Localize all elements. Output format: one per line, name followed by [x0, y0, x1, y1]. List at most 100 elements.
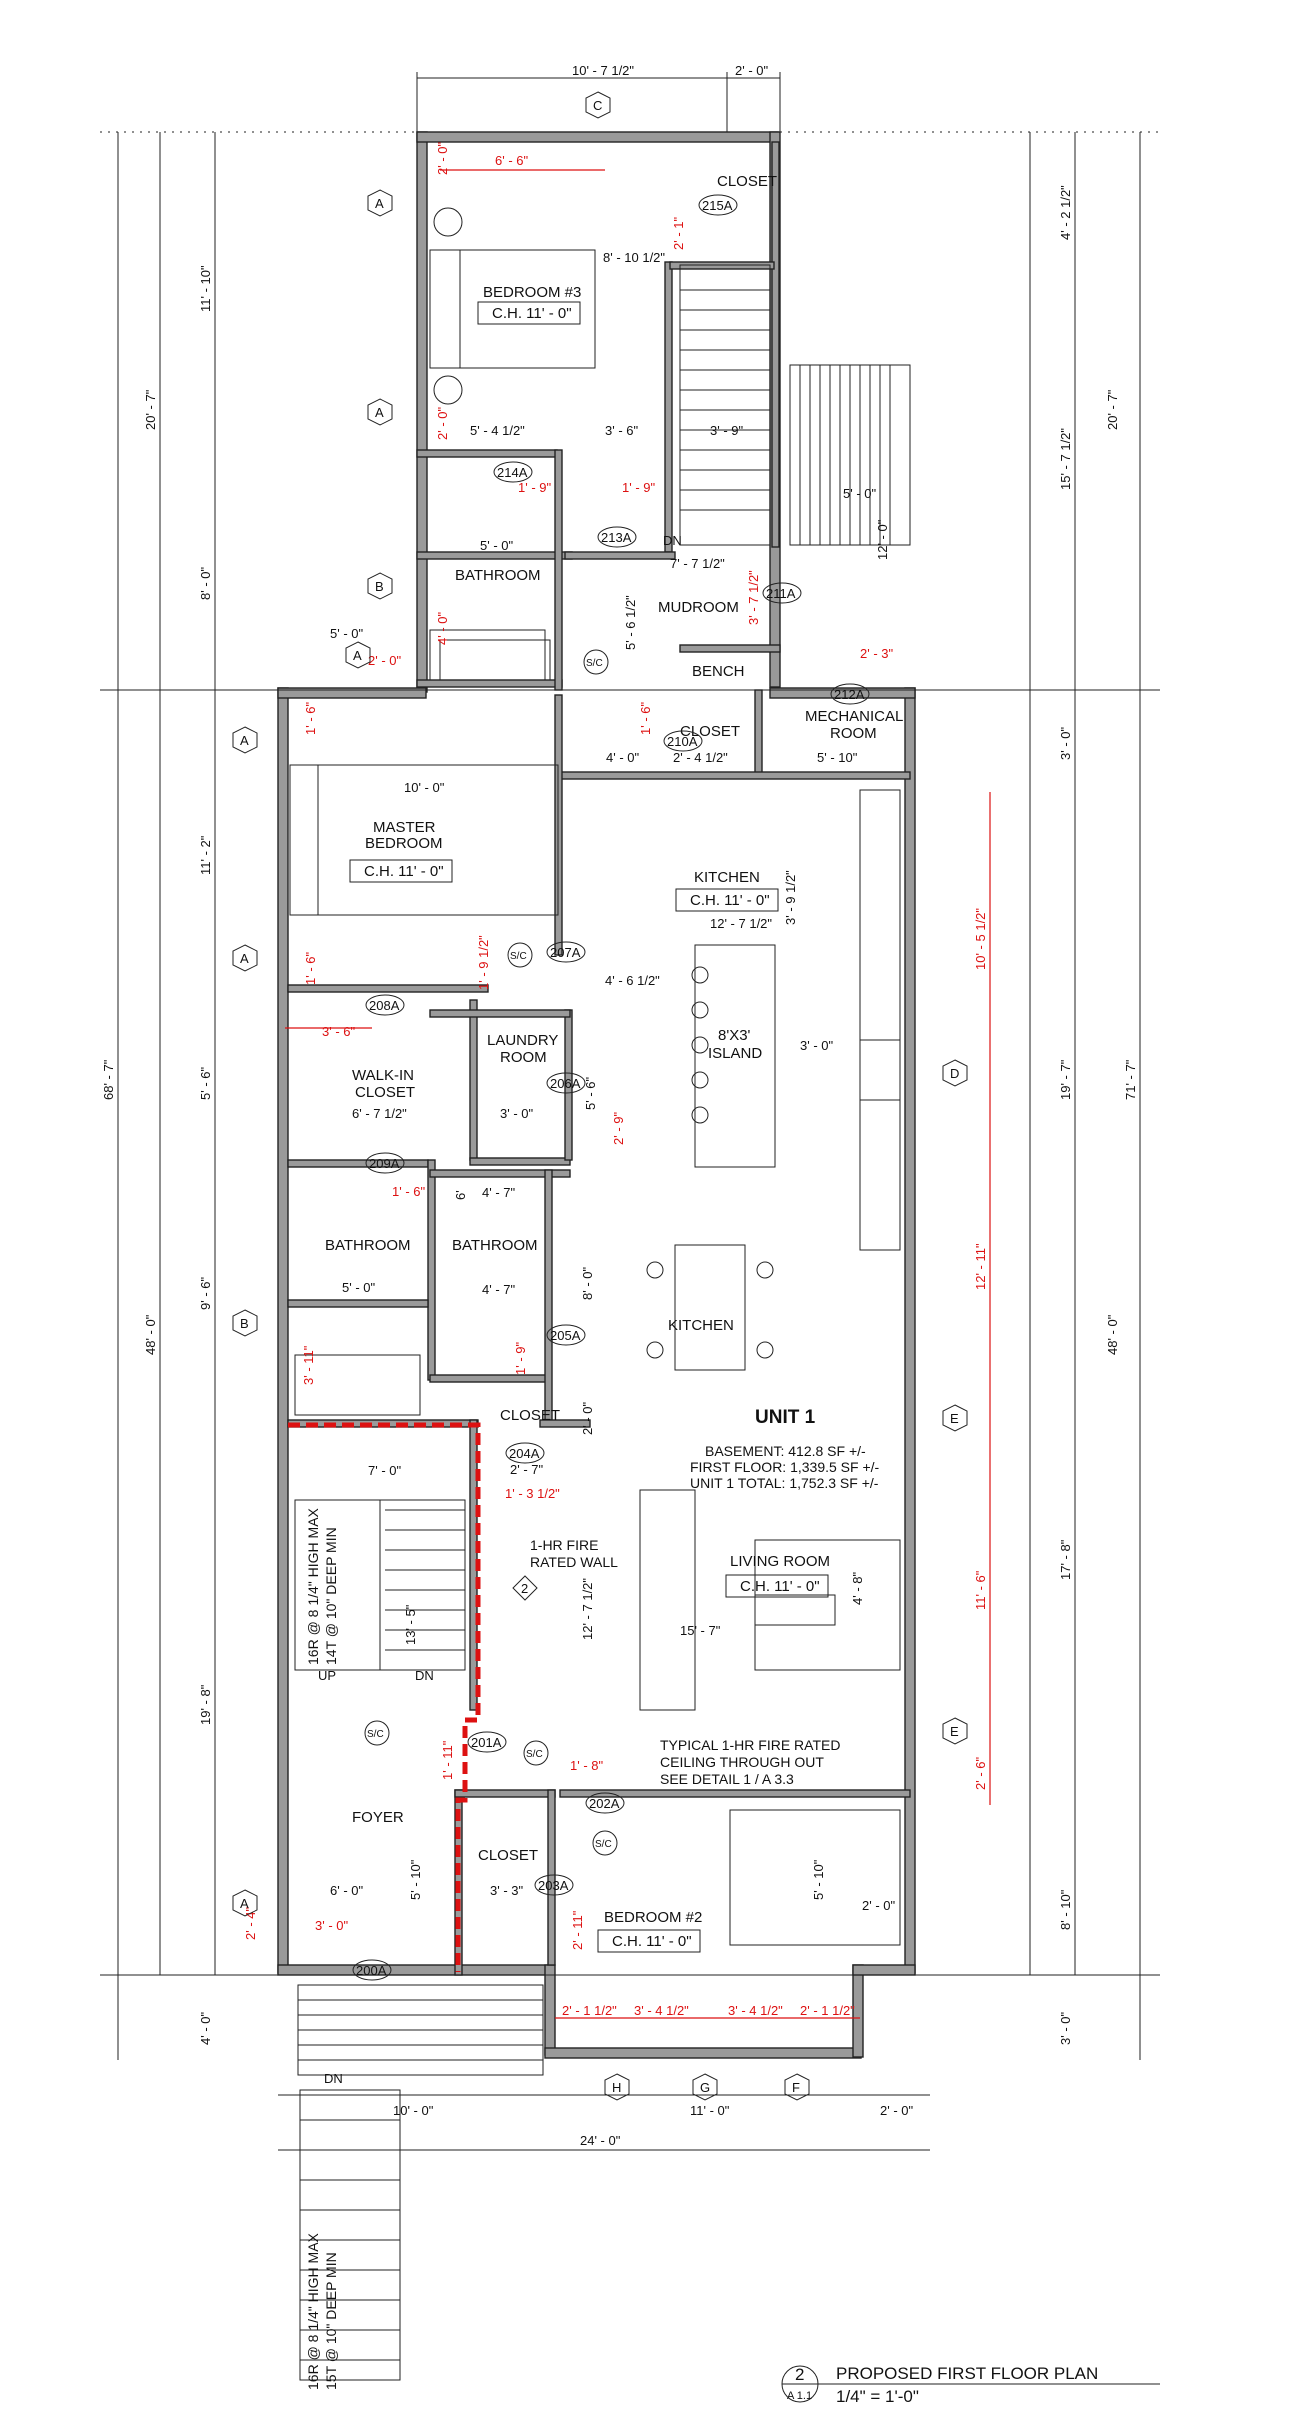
dim-right-17-8: 17' - 8": [1058, 1539, 1073, 1580]
dim-right-3-0-top: 3' - 0": [1058, 727, 1073, 760]
entry-stair: [297, 1984, 544, 2381]
room-kitchen-dining: KITCHEN: [668, 1317, 734, 1334]
red-dim-1-9-half: 1' - 9 1/2": [476, 935, 491, 990]
dim-5-0-bath: 5' - 0": [480, 538, 513, 553]
red-dim-1-3-half: 1' - 3 1/2": [505, 1486, 560, 1501]
deck-stair: [789, 364, 911, 546]
unit-basement: BASEMENT: 412.8 SF +/-: [705, 1443, 866, 1459]
room-bedroom3-ch: C.H. 11' - 0": [492, 305, 572, 322]
door-tag-202a: 202A: [589, 1796, 620, 1811]
room-laundry-1: LAUNDRY: [487, 1032, 558, 1049]
dimension-lines: [100, 72, 1160, 2151]
stair-note-2: 14T @ 10" DEEP MIN: [323, 1527, 339, 1665]
dim-4-6-half: 4' - 6 1/2": [605, 973, 660, 988]
dim-bottom-11-0: 11' - 0": [690, 2103, 730, 2118]
ext-stair-note-2: 15T @ 10" DEEP MIN: [323, 2252, 339, 2390]
dim-8-0: 8' - 0": [580, 1267, 595, 1300]
grid-tag-c: C: [593, 98, 602, 113]
dim-13-5: 13' - 5": [403, 1604, 418, 1645]
stair-note-1: 16R @ 8 1/4" HIGH MAX: [305, 1507, 321, 1665]
dim-4-7-b: 4' - 7": [482, 1282, 515, 1297]
dim-3-9: 3' - 9": [710, 423, 743, 438]
door-tag-213a: 213A: [601, 530, 632, 545]
red-dim-1-9-a: 1' - 9": [518, 480, 551, 495]
red-dim-2-0-a: 2' - 0": [435, 142, 450, 175]
fire-rated-wall: [288, 1422, 481, 1972]
room-bench: BENCH: [692, 663, 745, 680]
room-closet-mud: CLOSET: [680, 723, 740, 740]
title-block-title: PROPOSED FIRST FLOOR PLAN: [836, 2364, 1098, 2383]
dim-12-0: 12' - 0": [875, 519, 890, 560]
red-dim-1-9-b: 1' - 9": [622, 480, 655, 495]
dim-12-7-half-b: 12' - 7 1/2": [580, 1578, 595, 1640]
red-dim-2-3: 2' - 3": [860, 646, 893, 661]
room-bathroom-top: BATHROOM: [455, 567, 541, 584]
door-tag-203a: 203A: [538, 1878, 569, 1893]
door-tag-208a: 208A: [369, 998, 400, 1013]
dim-right-48-0: 48' - 0": [1105, 1314, 1120, 1355]
dim-2-0-closet: 2' - 0": [580, 1402, 595, 1435]
red-dim-2-0-b: 2' - 0": [435, 407, 450, 440]
room-master-ch: C.H. 11' - 0": [364, 863, 444, 880]
door-tag-212a: 212A: [834, 687, 865, 702]
door-tag-205a: 205A: [550, 1328, 581, 1343]
red-dim-2-11: 2' - 11": [570, 1910, 585, 1950]
unit-first-floor: FIRST FLOOR: 1,339.5 SF +/-: [690, 1459, 880, 1475]
ceiling-note-2: CEILING THROUGH OUT: [660, 1754, 824, 1770]
room-master-2: BEDROOM: [365, 835, 443, 852]
grid-tag-a3: A: [353, 648, 362, 663]
unit-info: UNIT 1 BASEMENT: 412.8 SF +/- FIRST FLOO…: [690, 1407, 880, 1491]
up-label: UP: [318, 1668, 336, 1683]
room-laundry-2: ROOM: [500, 1049, 547, 1066]
red-dim-2-1-half-b: 2' - 1 1/2": [800, 2003, 855, 2018]
room-island-1: 8'X3': [718, 1027, 751, 1044]
grid-tag-e1: E: [950, 1411, 959, 1426]
grid-tag-a1: A: [375, 196, 384, 211]
dim-3-6: 3' - 6": [605, 423, 638, 438]
smoke-co-1: S/C: [586, 658, 603, 669]
dim-right-4-2-half: 4' - 2 1/2": [1058, 185, 1073, 240]
dn-label-1: DN: [663, 533, 682, 548]
dim-left-11-10: 11' - 10": [198, 265, 213, 312]
room-bathroom-mid: BATHROOM: [452, 1237, 538, 1254]
red-dim-12-11: 12' - 11": [973, 1243, 988, 1290]
red-dimension-texts: 6' - 6" 2' - 0" 2' - 1" 2' - 0" 1' - 9" …: [243, 142, 988, 2018]
dim-top-width: 10' - 7 1/2": [572, 63, 634, 78]
interior-stair: [679, 264, 771, 546]
room-master-1: MASTER: [373, 819, 436, 836]
unit-total: UNIT 1 TOTAL: 1,752.3 SF +/-: [690, 1475, 879, 1491]
door-tag-215a: 215A: [702, 198, 733, 213]
door-tag-209a: 209A: [369, 1156, 400, 1171]
dim-left-68-7: 68' - 7": [101, 1059, 116, 1100]
room-closet-top: CLOSET: [717, 173, 777, 190]
door-tag-201a: 201A: [471, 1735, 502, 1750]
door-tag-207a: 207A: [550, 945, 581, 960]
dn-label-3: DN: [324, 2071, 343, 2086]
smoke-co-5: S/C: [595, 1839, 612, 1850]
dim-3-9-half: 3' - 9 1/2": [783, 870, 798, 925]
dim-2-4-half: 2' - 4 1/2": [673, 750, 728, 765]
smoke-co-2: S/C: [510, 951, 527, 962]
room-walkin-2: CLOSET: [355, 1084, 415, 1101]
lower-stair: [294, 1499, 466, 1671]
red-dim-1-11: 1' - 11": [440, 1740, 455, 1780]
dim-5-4-half: 5' - 4 1/2": [470, 423, 525, 438]
door-tag-200a: 200A: [356, 1963, 387, 1978]
dim-5-0-ext: 5' - 0": [330, 626, 363, 641]
dim-left-48-0: 48' - 0": [143, 1314, 158, 1355]
dim-3-0-laundry: 3' - 0": [500, 1106, 533, 1121]
fixtures: [289, 207, 901, 1946]
door-tag-206a: 206A: [550, 1076, 581, 1091]
dim-4-8: 4' - 8": [850, 1572, 865, 1605]
red-dim-4-0: 4' - 0": [435, 612, 450, 645]
dim-8-10-half: 8' - 10 1/2": [603, 250, 665, 265]
room-kitchen-top: KITCHEN: [694, 869, 760, 886]
door-tag-214a: 214A: [497, 465, 528, 480]
red-dim-11-6: 11' - 6": [973, 1570, 988, 1610]
dn-label-2: DN: [415, 1668, 434, 1683]
red-dim-3-4-half-a: 3' - 4 1/2": [634, 2003, 689, 2018]
room-mechanical: MECHANICAL: [805, 708, 903, 725]
dim-4-7-a: 4' - 7": [482, 1185, 515, 1200]
dim-left-20-7: 20' - 7": [143, 389, 158, 430]
title-block-number: 2: [795, 2365, 804, 2384]
